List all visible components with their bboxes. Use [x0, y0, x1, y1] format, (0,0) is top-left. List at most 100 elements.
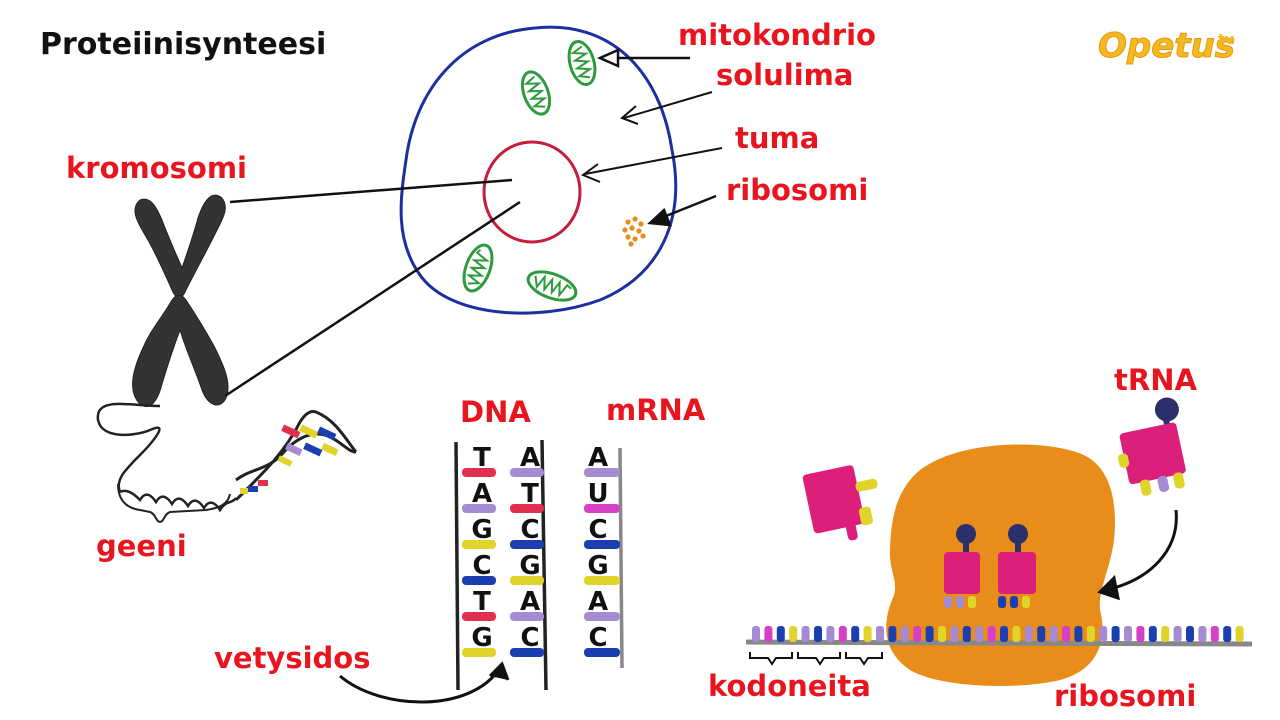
dna-right-base-5: C	[520, 623, 539, 653]
codon-brackets	[749, 652, 883, 666]
dna-left-bond-1	[462, 504, 496, 513]
dna-right-base-0: A	[520, 443, 540, 473]
mrna-translation-strand	[745, 626, 1253, 647]
codon-base-38	[1223, 626, 1232, 642]
mrna-base-0: A	[588, 443, 608, 473]
codon-base-3	[789, 626, 798, 642]
arrow-hydrogen-bond	[339, 661, 510, 704]
codon-base-31	[1136, 626, 1145, 642]
codon-base-8	[851, 626, 860, 642]
label-hydrogen-bond: vetysidos	[214, 641, 370, 675]
codon-base-16	[950, 626, 959, 642]
logo-text: Opetus	[1098, 26, 1235, 66]
codon-base-36	[1198, 626, 1207, 642]
trna-free-left	[802, 465, 878, 541]
codon-base-18	[975, 626, 984, 642]
codon-base-22	[1024, 626, 1033, 642]
zoom-lines	[224, 178, 521, 398]
mrna-base-4: A	[588, 587, 608, 617]
codon-base-27	[1086, 626, 1095, 642]
codon-base-33	[1161, 626, 1170, 642]
mrna-bond-2	[584, 540, 620, 549]
dna-coil	[96, 402, 238, 524]
arrow-mitochondrion	[596, 48, 690, 68]
codon-base-13	[913, 626, 922, 642]
label-dna: DNA	[460, 395, 531, 429]
dna-left-bond-5	[462, 648, 496, 657]
dna-backbone-right	[540, 439, 548, 691]
codon-base-26	[1074, 626, 1083, 642]
dna-left-base-5: G	[471, 623, 492, 653]
trna-bound-1	[944, 524, 980, 608]
codon-base-7	[838, 626, 847, 642]
label-ribosome: ribosomi	[1054, 679, 1196, 713]
label-trna: tRNA	[1114, 363, 1197, 397]
mitochondrion-4	[526, 270, 578, 302]
dna-right-bond-4	[510, 612, 544, 621]
codon-base-30	[1124, 626, 1132, 642]
codon-base-23	[1037, 626, 1046, 642]
mitochondrion-2	[520, 70, 552, 116]
codon-base-35	[1186, 626, 1194, 642]
dna-left-base-1: A	[472, 479, 492, 509]
dna-right-base-2: C	[520, 515, 539, 545]
dna-right-bond-5	[510, 648, 544, 657]
cell-ribosomes	[622, 216, 646, 247]
mrna-bond-3	[584, 576, 620, 585]
dna-left-base-3: C	[472, 551, 491, 581]
page-title: Proteiinisynteesi	[40, 27, 326, 62]
codon-base-34	[1173, 626, 1182, 642]
label-nucleus: tuma	[735, 121, 819, 155]
mrna-base-2: C	[588, 515, 607, 545]
label-codons: kodoneita	[708, 669, 871, 703]
codon-base-4	[801, 626, 810, 642]
codon-base-37	[1210, 626, 1219, 642]
codon-base-39	[1235, 626, 1244, 642]
dna-left-bond-2	[462, 540, 496, 549]
codon-base-11	[888, 626, 897, 642]
label-mitochondrion: mitokondrio	[678, 18, 876, 52]
mrna-bond-1	[584, 504, 620, 513]
dna-left-bond-4	[462, 612, 496, 621]
codon-base-29	[1111, 626, 1120, 642]
codon-base-14	[925, 626, 934, 642]
label-mrna: mRNA	[606, 393, 706, 427]
mrna-base-3: G	[587, 551, 608, 581]
opetus-logo: Opetus tv	[1098, 26, 1236, 67]
dna-left-base-2: G	[471, 515, 492, 545]
trna-bound-2	[998, 524, 1036, 608]
dna-left-bond-3	[462, 576, 496, 585]
dna-right-base-3: G	[519, 551, 540, 581]
mitochondrion-1	[567, 40, 597, 86]
codon-base-12	[900, 626, 909, 642]
dna-right-bond-2	[510, 540, 544, 549]
dna-backbone-left	[454, 441, 460, 691]
cell	[399, 25, 678, 315]
mrna-backbone	[618, 447, 624, 669]
chromosome	[132, 194, 229, 407]
arrow-trna-entry	[1097, 509, 1178, 601]
gene-bracket	[117, 483, 231, 524]
codon-base-10	[876, 626, 884, 642]
codon-base-19	[987, 626, 996, 642]
mitochondrion-3	[462, 243, 494, 293]
dna-left-base-4: T	[473, 587, 491, 617]
codon-base-25	[1062, 626, 1070, 642]
codon-base-6	[826, 626, 835, 642]
mrna-base-5: C	[588, 623, 607, 653]
arrow-nucleus	[580, 147, 723, 183]
dna-right-bond-3	[510, 576, 544, 585]
label-chromosome: kromosomi	[66, 151, 247, 185]
codon-base-5	[814, 626, 822, 642]
arrow-cytoplasm	[620, 91, 713, 125]
arrow-ribosome-cell	[647, 194, 717, 227]
mrna-bond-5	[584, 648, 620, 657]
label-ribosome-cell: ribosomi	[726, 173, 868, 207]
logo-suffix: tv	[1218, 32, 1234, 48]
dna-right-bond-1	[510, 504, 544, 513]
codon-base-0	[752, 626, 760, 642]
label-gene: geeni	[96, 529, 187, 563]
